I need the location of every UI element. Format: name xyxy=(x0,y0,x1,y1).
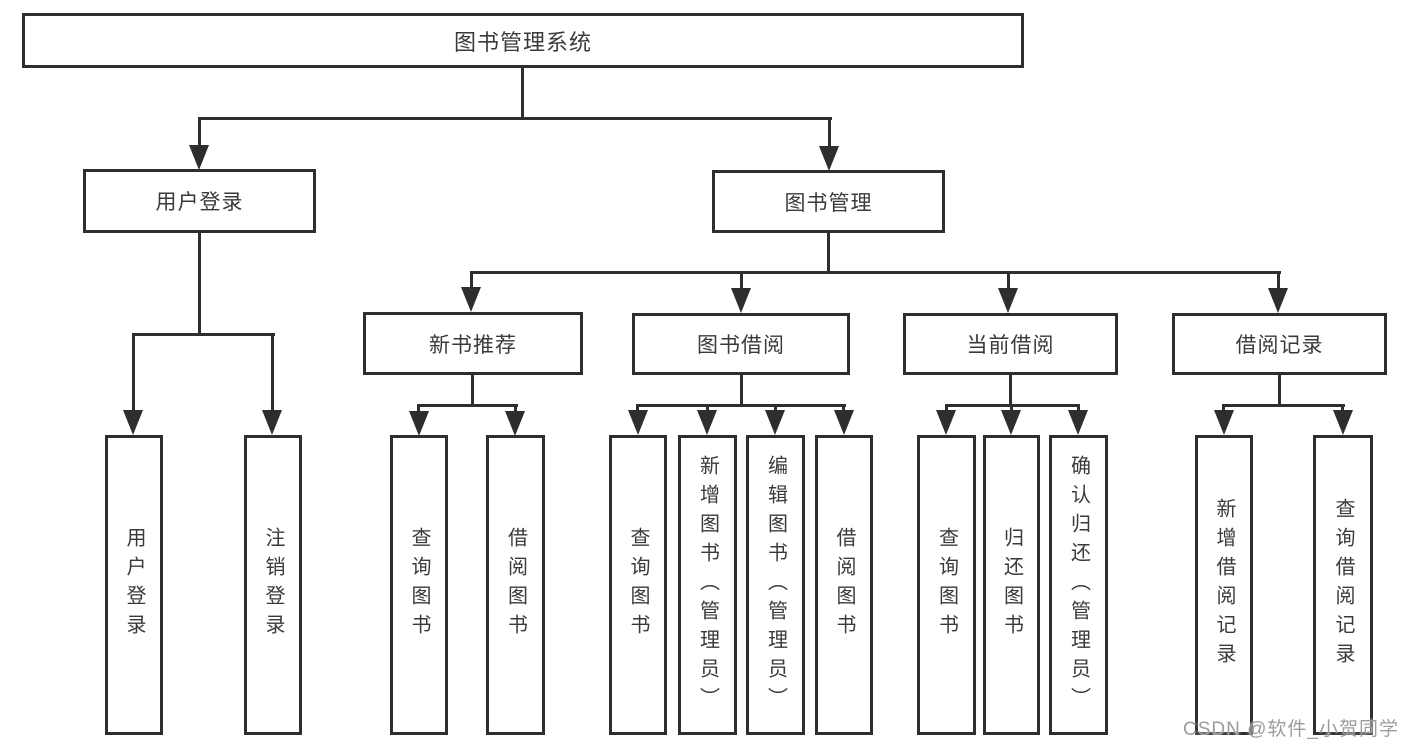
csdn-watermark: CSDN @软件_小贺同学 xyxy=(1183,719,1399,740)
connector-line xyxy=(828,117,831,148)
leaf-add-books-admin-label: 新增图书（管理员） xyxy=(696,454,719,716)
node-current-borrow-label: 当前借阅 xyxy=(966,334,1055,357)
arrow-down-icon xyxy=(1214,410,1234,435)
leaf-current-query-books-label: 查询图书 xyxy=(935,527,958,643)
node-user-login: 用户登录 xyxy=(83,169,316,233)
connector-line xyxy=(471,271,1281,274)
arrow-down-icon xyxy=(1333,410,1353,435)
connector-line xyxy=(198,117,832,120)
leaf-logout-label: 注销登录 xyxy=(262,527,284,643)
connector-line xyxy=(945,404,948,414)
leaf-borrow-books-label: 借阅图书 xyxy=(833,527,855,643)
leaf-query-borrow-record-label: 查询借阅记录 xyxy=(1332,498,1354,672)
arrow-down-icon xyxy=(731,288,751,313)
connector-line xyxy=(842,404,845,414)
arrow-down-icon xyxy=(1001,410,1021,435)
connector-line xyxy=(827,233,830,274)
node-borrow-records-label: 借阅记录 xyxy=(1235,334,1324,357)
node-book-borrow-label: 图书借阅 xyxy=(697,334,785,357)
connector-line xyxy=(1077,404,1080,414)
connector-line xyxy=(1007,271,1010,291)
connector-line xyxy=(198,232,201,336)
leaf-rec-query-books-label: 查询图书 xyxy=(408,527,430,643)
connector-line xyxy=(637,404,846,407)
connector-line xyxy=(740,375,743,407)
leaf-edit-books-admin-label: 编辑图书（管理员） xyxy=(764,454,787,716)
node-new-book-recommend-label: 新书推荐 xyxy=(429,333,517,357)
connector-line xyxy=(132,333,275,336)
node-book-management: 图书管理 xyxy=(712,170,945,233)
node-user-login-label: 用户登录 xyxy=(155,191,244,214)
leaf-query-borrow-record: 查询借阅记录 xyxy=(1313,435,1373,735)
leaf-rec-borrow-books: 借阅图书 xyxy=(486,435,545,735)
leaf-return-books-label: 归还图书 xyxy=(1000,527,1023,643)
arrow-down-icon xyxy=(765,410,785,435)
connector-line xyxy=(418,404,518,407)
connector-line xyxy=(471,375,474,407)
node-current-borrow: 当前借阅 xyxy=(903,313,1118,375)
connector-line xyxy=(132,333,135,413)
connector-line xyxy=(1222,404,1225,414)
connector-line xyxy=(1009,375,1012,407)
leaf-add-books-admin: 新增图书（管理员） xyxy=(678,435,737,735)
leaf-add-borrow-record-label: 新增借阅记录 xyxy=(1213,498,1235,672)
leaf-current-query-books: 查询图书 xyxy=(917,435,976,735)
leaf-return-books: 归还图书 xyxy=(983,435,1040,735)
arrow-down-icon xyxy=(189,145,209,170)
arrow-down-icon xyxy=(1268,288,1288,313)
node-new-book-recommend: 新书推荐 xyxy=(363,312,583,375)
node-root: 图书管理系统 xyxy=(22,13,1024,68)
leaf-rec-query-books: 查询图书 xyxy=(390,435,448,735)
connector-line xyxy=(514,404,517,414)
arrow-down-icon xyxy=(461,287,481,312)
connector-line xyxy=(417,404,420,414)
arrow-down-icon xyxy=(819,146,839,171)
node-root-label: 图书管理系统 xyxy=(453,29,592,55)
connector-line xyxy=(706,404,709,414)
arrow-down-icon xyxy=(697,410,717,435)
leaf-confirm-return-admin: 确认归还（管理员） xyxy=(1049,435,1108,735)
arrow-down-icon xyxy=(505,411,525,436)
leaf-logout: 注销登录 xyxy=(244,435,302,735)
connector-line xyxy=(271,333,274,413)
arrow-down-icon xyxy=(123,410,143,435)
leaf-borrow-books: 借阅图书 xyxy=(815,435,873,735)
connector-line xyxy=(198,117,201,147)
connector-line xyxy=(636,404,639,414)
leaf-borrow-query-books-label: 查询图书 xyxy=(627,527,649,643)
leaf-user-login: 用户登录 xyxy=(105,435,163,735)
leaf-rec-borrow-books-label: 借阅图书 xyxy=(504,527,527,643)
connector-line xyxy=(1341,404,1344,414)
connector-line xyxy=(740,271,743,291)
leaf-edit-books-admin: 编辑图书（管理员） xyxy=(746,435,805,735)
arrow-down-icon xyxy=(1068,410,1088,435)
connector-line xyxy=(521,68,524,118)
arrow-down-icon xyxy=(628,410,648,435)
leaf-add-borrow-record: 新增借阅记录 xyxy=(1195,435,1253,735)
node-book-borrow: 图书借阅 xyxy=(632,313,850,375)
node-book-management-label: 图书管理 xyxy=(784,191,873,215)
leaf-borrow-query-books: 查询图书 xyxy=(609,435,667,735)
arrow-down-icon xyxy=(262,410,282,435)
leaf-user-login-label: 用户登录 xyxy=(123,527,145,643)
node-borrow-records: 借阅记录 xyxy=(1172,313,1387,375)
arrow-down-icon xyxy=(936,410,956,435)
arrow-down-icon xyxy=(834,410,854,435)
leaf-confirm-return-admin-label: 确认归还（管理员） xyxy=(1067,454,1090,716)
connector-line xyxy=(1223,404,1345,407)
connector-line xyxy=(774,404,777,414)
connector-line xyxy=(1010,404,1013,414)
connector-line xyxy=(470,271,473,291)
arrow-down-icon xyxy=(998,288,1018,313)
arrow-down-icon xyxy=(409,411,429,436)
connector-line xyxy=(1278,375,1281,407)
connector-line xyxy=(1277,271,1280,291)
